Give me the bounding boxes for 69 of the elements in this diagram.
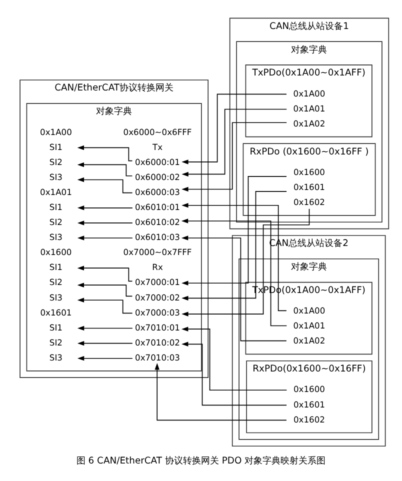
- arrow: [77, 162, 133, 176]
- node-text: 0x1A02: [293, 118, 326, 128]
- label: 0x6000~0x6FFF: [123, 126, 192, 137]
- arrow: [181, 218, 288, 326]
- arrow: [77, 220, 133, 226]
- node-text: SI3: [49, 172, 63, 182]
- arrow: [77, 282, 133, 297]
- arrow: [77, 206, 133, 210]
- node-text: 0x7010:01: [135, 322, 180, 332]
- label: 0x1600: [40, 247, 72, 258]
- arrow: [182, 108, 288, 177]
- node-text: 0x7000:01: [135, 277, 180, 288]
- arrow: [181, 236, 287, 342]
- node-text: SI3: [49, 232, 63, 242]
- node-text: SI3: [49, 352, 63, 362]
- arrow: [182, 122, 287, 192]
- node-text: 0x6000:03: [135, 186, 180, 197]
- node-text: 0x6000:01: [135, 156, 180, 167]
- node-text: 0x6010:02: [135, 217, 180, 228]
- node-text: SI1: [49, 142, 63, 152]
- node-text: SI1: [49, 262, 63, 272]
- label: Rx: [152, 262, 163, 272]
- node-text: SI2: [49, 217, 63, 228]
- node-text: 0x1600: [294, 384, 325, 394]
- arrow: [182, 203, 287, 312]
- node-text: 0x1602: [294, 196, 325, 207]
- node-text: 0x1A00: [293, 306, 326, 316]
- arrow: [77, 340, 133, 346]
- node-text: SI2: [49, 337, 63, 348]
- node-text: 0x7000:02: [135, 292, 180, 302]
- label: 0x1A00: [40, 126, 72, 137]
- node-text: 0x7010:02: [135, 337, 180, 348]
- node-text: SI3: [49, 292, 63, 302]
- node-text: SI1: [49, 202, 63, 212]
- arrow: [182, 176, 287, 286]
- node-text: 0x1A02: [293, 336, 326, 346]
- node-text: 0x1601: [294, 399, 325, 410]
- node-text: SI2: [49, 277, 63, 288]
- node-text: 0x1A01: [293, 103, 326, 114]
- arrow: [77, 298, 133, 314]
- node-text: 0x1602: [294, 414, 325, 424]
- label: Tx: [152, 142, 163, 152]
- node-text: SI2: [49, 156, 63, 167]
- caption: 图 6 CAN/EtherCAT 协议转换网关 PDO 对象字典映射关系图: [76, 456, 326, 467]
- arrow: [181, 326, 288, 391]
- node-text: SI1: [49, 322, 63, 332]
- node-text: 0x1A00: [293, 88, 326, 98]
- node-text: 0x7000:03: [135, 307, 180, 318]
- arrow: [77, 266, 133, 282]
- arrow: [154, 363, 287, 421]
- arrow: [77, 145, 133, 162]
- label: 0x1A01: [40, 186, 72, 197]
- node-text: 0x6000:02: [135, 172, 180, 182]
- node-text: 0x6010:03: [135, 232, 180, 242]
- arrow: [77, 326, 133, 331]
- arrow: [77, 177, 133, 194]
- label: 0x7000~0x7FFF: [123, 247, 192, 258]
- arrow: [182, 94, 287, 164]
- arrow: [77, 356, 133, 361]
- node-text: 0x6010:01: [135, 202, 180, 212]
- node-text: 0x7010:03: [135, 352, 180, 362]
- node-text: 0x1600: [294, 166, 325, 177]
- arrow: [182, 191, 287, 301]
- node-text: 0x1A01: [293, 320, 326, 331]
- label: 0x1601: [40, 307, 72, 318]
- arrow: [77, 236, 133, 240]
- arrow: [182, 208, 310, 316]
- node-text: 0x1601: [294, 182, 325, 192]
- arrow: [182, 342, 287, 406]
